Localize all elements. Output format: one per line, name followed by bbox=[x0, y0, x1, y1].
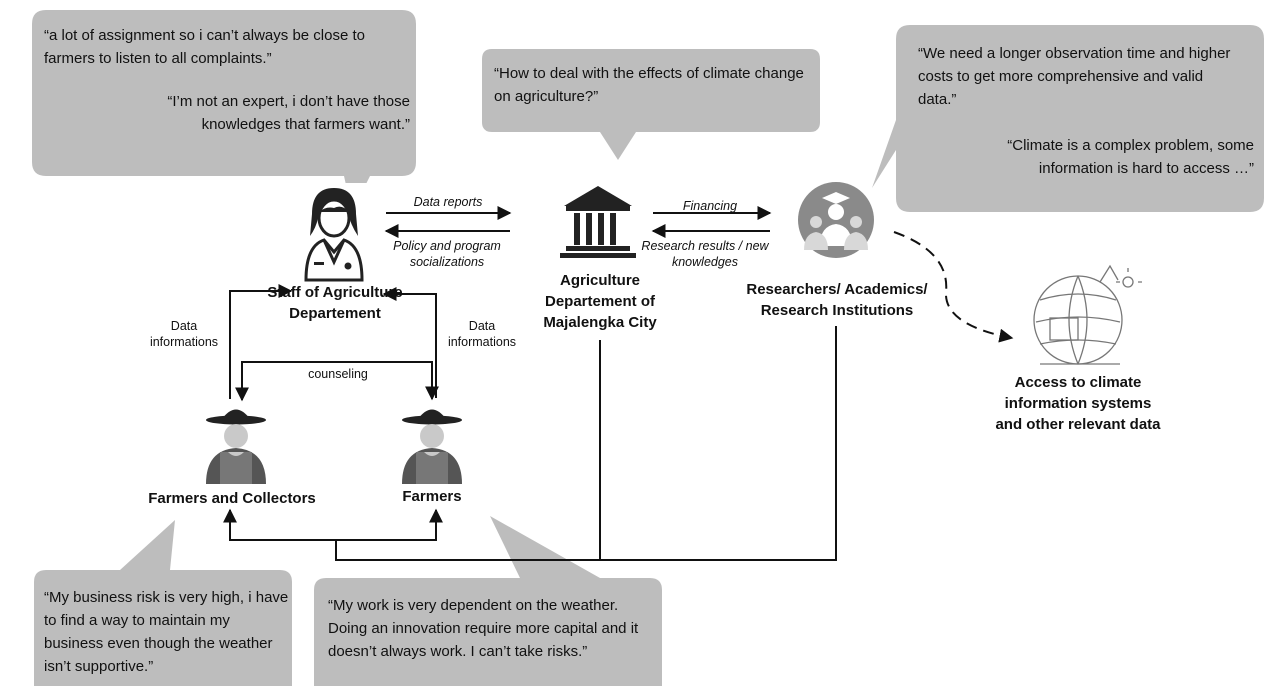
counseling-label: counseling bbox=[308, 367, 368, 381]
researchers-connector-line bbox=[600, 326, 837, 561]
officer-woman-icon bbox=[286, 183, 382, 283]
data-info-left-arrow bbox=[229, 284, 293, 399]
policy-label: Policy and program socializations bbox=[393, 239, 501, 269]
financing-label: Financing bbox=[682, 199, 738, 213]
staff-node-label: Staff of Agriculture Departement bbox=[267, 284, 403, 322]
researchers-bubble bbox=[872, 25, 1264, 212]
researchers-quote-1: “We need a longer observation time and h… bbox=[918, 45, 1231, 108]
department-node-label: Agriculture Departement of Majalengka Ci… bbox=[543, 272, 657, 331]
farmers-collectors-node-label: Farmers and Collectors bbox=[148, 490, 316, 507]
data-info-right-label: Data informations bbox=[447, 319, 517, 349]
department-connector-line bbox=[335, 340, 601, 561]
farmers-quote-1: “My work is very dependent on the weathe… bbox=[328, 597, 639, 660]
department-bubble bbox=[482, 49, 820, 160]
data-info-left-label: Data informations bbox=[149, 319, 219, 349]
farmers-collectors-bubble bbox=[34, 520, 292, 686]
staff-bubble bbox=[32, 10, 416, 212]
data-reports-label: Data reports bbox=[413, 195, 483, 209]
farmers-bubble bbox=[314, 516, 662, 686]
staff-quote-2: “I’m not an expert, i don’t have those k… bbox=[167, 93, 410, 133]
research-results-label: Research results / new knowledges bbox=[641, 239, 769, 269]
researchers-quote-2: “Climate is a complex problem, some info… bbox=[1007, 137, 1254, 177]
climate-access-node-label: Access to climate information systems an… bbox=[995, 374, 1161, 433]
farmers-collectors-quote-1: “My business risk is very high, i have t… bbox=[44, 589, 289, 675]
bottom-connector-line bbox=[223, 508, 443, 541]
researchers-node-label: Researchers/ Academics/ Research Institu… bbox=[746, 281, 928, 319]
department-quote-1: “How to deal with the effects of climate… bbox=[494, 65, 804, 105]
graduates-group-icon bbox=[798, 182, 874, 258]
globe-sketch-icon bbox=[1033, 264, 1142, 365]
government-building-icon bbox=[560, 186, 636, 258]
counseling-arrow bbox=[235, 361, 439, 402]
data-info-right-arrow bbox=[382, 287, 437, 398]
farmer-icon-right bbox=[402, 409, 462, 484]
farmer-icon-left bbox=[206, 409, 266, 484]
farmers-node-label: Farmers bbox=[402, 488, 462, 505]
staff-quote-1: “a lot of assignment so i can’t always b… bbox=[44, 27, 365, 67]
